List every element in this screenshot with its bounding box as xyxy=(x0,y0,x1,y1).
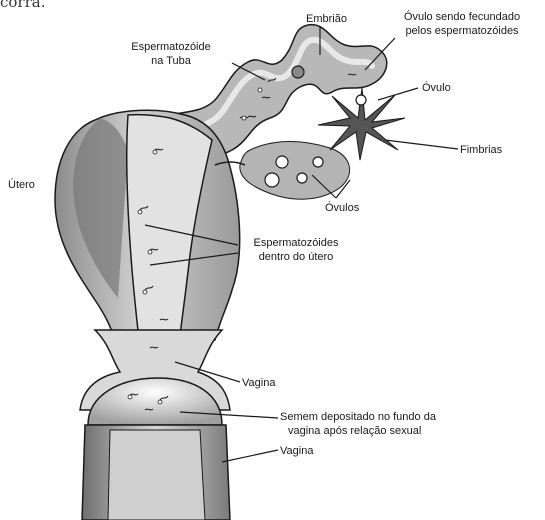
leader-vagina-2 xyxy=(222,450,278,462)
embryo xyxy=(292,66,304,78)
label-ovulo-fecundado-line2: pelos espermatozóides xyxy=(383,24,541,38)
label-esperm-tuba-line2: na Tuba xyxy=(112,54,230,68)
ovum-in-ovary-1 xyxy=(276,156,288,168)
label-ovulos: Óvulos xyxy=(325,201,359,215)
label-esperm-tuba: Espermatozóide na Tuba xyxy=(112,40,230,68)
label-ovulo-fecundado: Óvulo sendo fecundado pelos espermatozói… xyxy=(383,10,541,38)
label-utero: Útero xyxy=(8,178,35,192)
leader-ovulo xyxy=(378,88,418,100)
label-ovulo: Óvulo xyxy=(422,81,451,95)
label-semem-line1: Semem depositado no fundo da xyxy=(280,410,436,424)
label-embriao: Embrião xyxy=(306,12,347,26)
label-ovulo-fecundado-line1: Óvulo sendo fecundado xyxy=(383,10,541,24)
label-esperm-tuba-line1: Espermatozóide xyxy=(112,40,230,54)
label-esperm-utero-line1: Espermatozóides xyxy=(238,236,354,250)
ovary xyxy=(240,142,350,200)
ovum-released xyxy=(356,95,366,105)
label-semem: Semem depositado no fundo da vagina após… xyxy=(280,410,436,438)
label-fimbrias: Fimbrias xyxy=(460,143,502,157)
label-esperm-utero-line2: dentro do útero xyxy=(238,250,354,264)
ovum-in-ovary-2 xyxy=(313,157,323,167)
label-semem-line2: vagina após relação sexual xyxy=(280,424,436,438)
ovum-in-ovary-3 xyxy=(297,173,307,183)
vagina-inner xyxy=(108,430,205,520)
label-vagina-1: Vagina xyxy=(242,376,275,390)
label-vagina-2: Vagina xyxy=(280,444,313,458)
label-esperm-utero: Espermatozóides dentro do útero xyxy=(238,236,354,264)
ovum-in-ovary-4 xyxy=(265,173,279,187)
